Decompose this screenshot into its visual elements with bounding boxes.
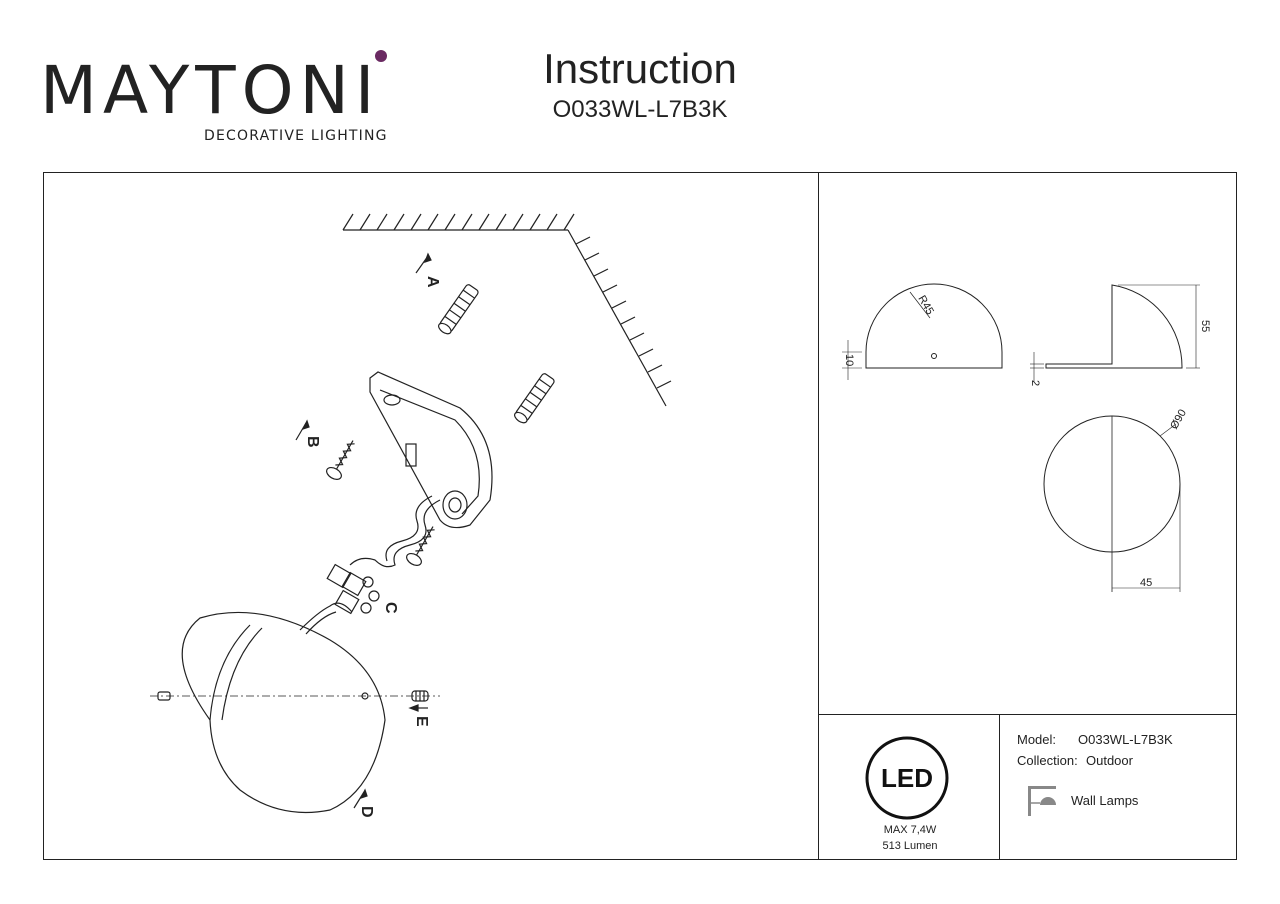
frame-divider-vertical [818,172,819,860]
led-info: MAX 7,4W 513 Lumen [870,822,950,854]
end-cap-icon [157,691,171,701]
wall-lamp-icon [1028,786,1056,816]
model-label: Model: [1017,732,1057,747]
mounting-bracket [369,371,493,529]
dim-base-height: 10 [843,354,855,366]
screw-icon [406,526,435,566]
page-title: Instruction [543,45,737,92]
part-label-d: D [358,806,375,818]
dim-radius: R45 [915,294,935,317]
dim-thickness: 2 [1029,380,1041,386]
power-cable [349,495,441,568]
brand-name: MAYTONI [40,52,381,129]
part-label-b: B [304,436,321,448]
part-label-e: E [413,716,430,727]
model-value: O033WL-L7B3K [1078,732,1173,747]
drawing-frame [43,172,1237,860]
part-label-a: A [424,276,441,288]
side-view [1030,284,1200,382]
lamp-body [150,611,440,814]
dim-half-width: 45 [1140,577,1152,589]
terminal-block [299,563,380,635]
led-power: MAX 7,4W [883,824,937,836]
collection-value: Outdoor [1086,753,1133,768]
ceiling-hatch [342,213,575,231]
wall-plug-icon [438,284,479,335]
spec-divider [999,714,1000,860]
part-label-c: C [382,602,399,614]
screw-icon [326,440,355,480]
lamp-type: Wall Lamps [1071,793,1139,808]
wall-hatch [567,229,672,407]
led-lumen: 513 Lumen [882,840,938,852]
wall-plug-icon [514,373,555,424]
dim-diameter: Ø90 [1168,407,1189,431]
arrow-icon [295,419,310,441]
brand-tagline: DECORATIVE LIGHTING [204,128,388,144]
led-badge-text: LED [881,763,933,793]
dim-height: 55 [1199,320,1211,332]
collection-label: Collection: [1017,753,1078,768]
led-badge-icon: LED [865,736,949,820]
set-screw-icon [411,690,429,702]
frame-divider-horizontal [818,714,1237,715]
brand-dot [375,50,387,62]
arrow-icon [353,788,368,809]
arrow-icon [415,252,432,274]
model-heading: O033WL-L7B3K [552,96,728,123]
brand-logo: MAYTONI DECORATIVE LIGHTING [40,50,400,150]
arrow-icon [408,704,428,712]
front-view [842,283,1003,380]
top-view [1043,415,1181,592]
